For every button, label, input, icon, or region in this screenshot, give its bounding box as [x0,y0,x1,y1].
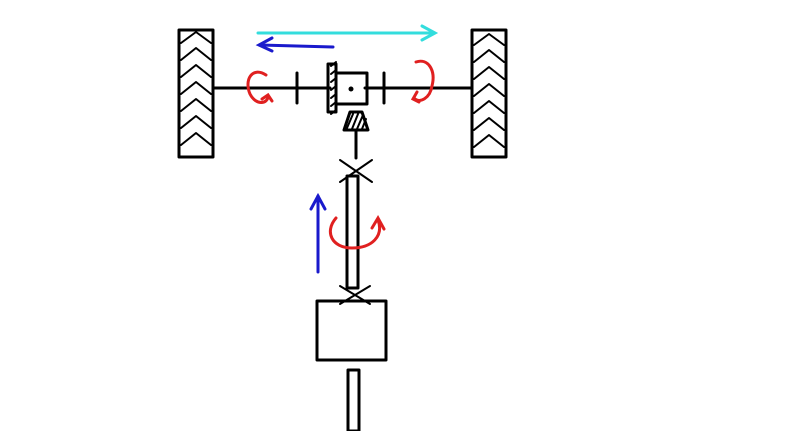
blue-up-arrow-icon [309,192,327,274]
left-wheel-rotation-icon [246,70,274,104]
right-wheel [470,28,508,159]
differential-housing [334,71,369,106]
cyan-right-arrow-icon [256,24,439,42]
left-wheel [177,28,215,159]
rear-axle [211,71,474,105]
driveshaft-rotation-icon [329,214,386,250]
input-shaft [346,368,361,431]
right-wheel-rotation-icon [410,59,435,104]
differential-center-dot [348,86,354,92]
upper-universal-joint [339,128,373,183]
blue-left-arrow-icon [255,36,335,53]
pinion-gear [342,110,370,132]
driveshaft [345,174,360,290]
gearbox [315,299,388,362]
differential [326,61,369,115]
